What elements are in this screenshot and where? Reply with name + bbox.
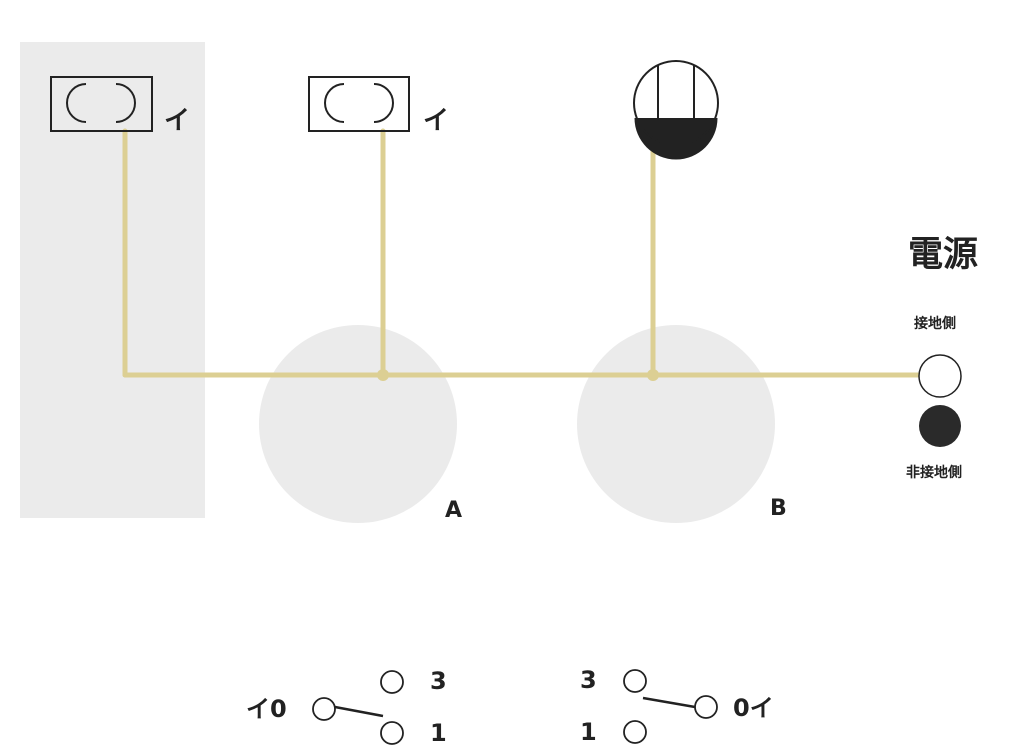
ungrounded-terminal: [919, 405, 961, 447]
junction-box-a: [259, 325, 457, 523]
ceiling-light-icon-2: [308, 76, 410, 132]
switch-left-terminal-1: [380, 721, 404, 745]
ungrounded-side-label: 非接地側: [906, 465, 962, 481]
junction-box-a-label: A: [445, 498, 463, 523]
switch-right-terminal-3: [623, 669, 647, 693]
switch-left-terminal-3: [380, 670, 404, 694]
fixture-1-label: イ: [164, 106, 191, 136]
wires: [122, 128, 925, 378]
switch-right-common-terminal: [694, 695, 718, 719]
switch-right-terminal-1-label: 1: [580, 718, 597, 746]
switch-right-common-label: 0イ: [733, 694, 774, 722]
grounded-terminal: [918, 354, 962, 398]
wire-node-a: [377, 369, 389, 381]
three-way-switch-left: [312, 670, 404, 745]
junction-box-b: [577, 325, 775, 523]
grounded-side-label: 接地側: [914, 316, 956, 332]
ceiling-light-icon-1: [50, 76, 153, 132]
switch-right-terminal-1: [623, 720, 647, 744]
switch-left-lever: [334, 705, 384, 718]
outlet-icon: [633, 60, 719, 160]
switch-right-terminal-3-label: 3: [580, 666, 597, 694]
switch-left-common-terminal: [312, 697, 336, 721]
switch-left-terminal-3-label: 3: [430, 667, 447, 695]
wire-node-b: [647, 369, 659, 381]
fixture-2-label: イ: [423, 106, 450, 136]
three-way-switch-right: [623, 669, 718, 744]
switch-left-terminal-1-label: 1: [430, 719, 447, 747]
switch-left-common-label: イ0: [246, 695, 287, 723]
switch-right-lever: [642, 696, 696, 709]
power-source-title: 電源: [908, 235, 979, 275]
junction-box-b-label: B: [770, 496, 787, 521]
